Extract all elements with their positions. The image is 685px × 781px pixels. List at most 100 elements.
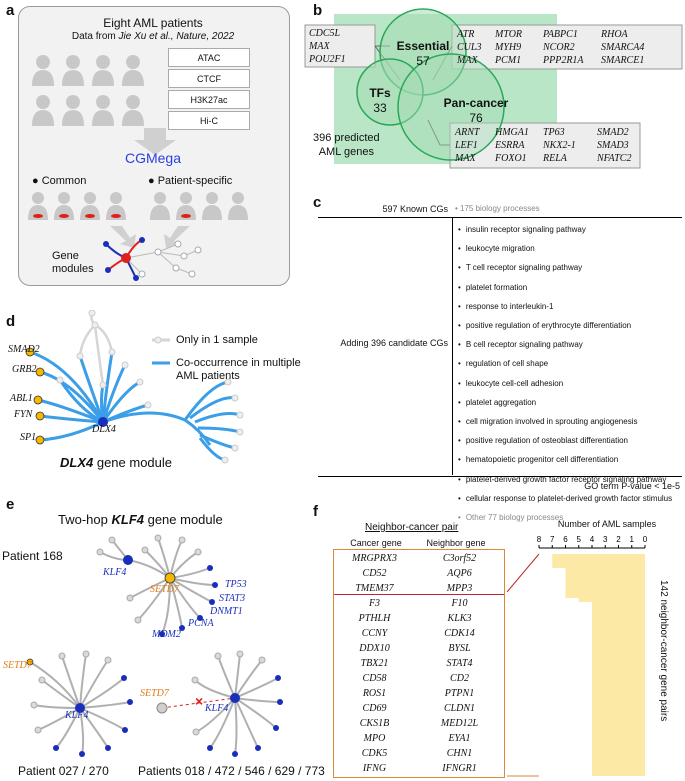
patient-027-label: Patient 027 / 270 [18,764,109,778]
title-suffix: gene module [143,512,223,527]
neighbor-gene: CDK14 [444,628,475,639]
process-item: T cell receptor signaling pathway [458,258,672,277]
neighbor-gene: KLK3 [447,613,472,624]
process-item: cell migration involved in sprouting ang… [458,412,672,431]
sample-count-area [552,554,645,776]
cancer-gene: MPO [363,733,386,744]
gene-cell: CUL3 [457,42,482,53]
patient-168-label: Patient 168 [2,549,63,563]
gene-stat3: STAT3 [219,593,246,604]
process-item: positive regulation of osteoblast differ… [458,431,672,450]
pairs-side-label: 142 neighbor-cancer gene pairs [658,580,669,722]
method-name: CGMega [124,150,182,166]
cancer-gene: DDX10 [359,643,390,654]
panel-d-label: d [6,313,16,330]
neighbor-gene: IFNGR1 [442,763,477,774]
col-cancer-gene: Cancer gene [350,538,402,548]
panel-a-label: a [6,2,15,19]
process-item: insulin receptor signaling pathway [458,220,672,239]
x-tick-label: 4 [590,535,595,544]
panel-f-label: f [313,503,318,520]
col-neighbor-gene: Neighbor gene [426,538,486,548]
table-top-rule [318,217,682,218]
gene-cell: MTOR [495,29,523,40]
gene-cdc5l: CDC5L [309,28,341,39]
known-cgs-label: 597 Known CGs [382,204,448,214]
patient-027-network [26,650,133,757]
klf4-label-027: KLF4 [65,710,89,721]
person-icon [32,95,54,126]
neighbor-gene: C3orf52 [442,553,477,564]
essential-count: 57 [416,54,430,68]
gene-cell: NKX2-1 [543,140,576,151]
panel-a-title: Eight AML patients [103,16,203,30]
neighbor-gene: EYA1 [448,733,471,744]
essential-label: Essential [396,39,450,53]
process-item: cellular response to platelet-derived gr… [458,489,672,508]
x-tick-label: 6 [563,535,568,544]
hub-dlx4: DLX4 [92,424,116,435]
process-item: leukocyte cell-cell adhesion [458,374,672,393]
patients-other-label: Patients 018 / 472 / 546 / 629 / 773 [138,764,325,778]
panel-c-label: c [313,194,322,211]
x-tick-label: 2 [616,535,621,544]
go-pvalue-footer: GO term P-value < 1e-5 [584,481,680,491]
process-item: leukocyte migration [458,239,672,258]
gene-cell: MAX [457,55,478,66]
gene-fyn: FYN [14,409,33,420]
common-specific-icons [28,192,248,220]
known-processes: • 175 biology processes [455,204,540,213]
x-tick-label: 8 [537,535,542,544]
gene-pcna: PCNA [188,618,214,629]
table-bottom-rule [318,476,682,477]
person-icon [122,55,144,86]
cancer-gene: CD58 [362,673,387,684]
tfs-label: TFs [369,86,391,100]
neighbor-gene: AQP6 [447,568,472,579]
neighbor-gene: CHN1 [446,748,473,759]
subtitle-source: Jie Xu et al., Nature, 2022 [118,31,235,42]
gene-cell: NFATC2 [597,153,632,164]
subtitle-prefix: Data from [71,31,119,42]
setd7-label-other: SETD7 [140,688,169,699]
title-gene: KLF4 [111,512,144,527]
gene-cell: PCM1 [495,55,522,66]
x-tick-label: 0 [643,535,648,544]
gene-cell: TP63 [543,127,565,138]
gene-modules-label: Gene modules [52,250,94,275]
caption-rest: gene module [93,455,173,470]
tfs-count: 33 [373,101,387,115]
process-item: platelet aggregation [458,393,672,412]
person-icon [92,55,114,86]
common-label: ● Common [32,175,87,187]
gene-cell: PPP2R1A [543,55,584,66]
gene-cell: ATR [457,29,475,40]
gene-cell: LEF1 [455,140,478,151]
panel-a-subtitle: Data from Jie Xu et al., Nature, 2022 [18,31,288,42]
person-icon [62,95,84,126]
x-tick-label: 3 [603,535,608,544]
dlx4-network [25,310,244,464]
gene-sp1: SP1 [20,432,37,443]
patient-icons-grid [32,55,144,126]
venn-diagram [304,8,683,169]
adding-cgs-label: Adding 396 candidate CGs [340,338,448,348]
assay-ctcf: CTCF [168,69,250,88]
pair-row: MPO EYA1 [332,731,507,746]
patient-168-network [96,534,218,637]
connector-red [506,553,540,593]
legend-cooccurrence: Co-occurrence in multiple AML patients [176,357,301,382]
patient-specific-label: ● Patient-specific [148,175,233,187]
gene-cell: RHOA [601,29,628,40]
gene-cell: RELA [543,153,567,164]
setd7-label-027: SETD7 [3,660,32,671]
pancancer-label: Pan-cancer [443,96,509,110]
neighbor-gene: MED12L [440,718,479,729]
process-list: insulin receptor signaling pathway leuko… [458,220,672,527]
